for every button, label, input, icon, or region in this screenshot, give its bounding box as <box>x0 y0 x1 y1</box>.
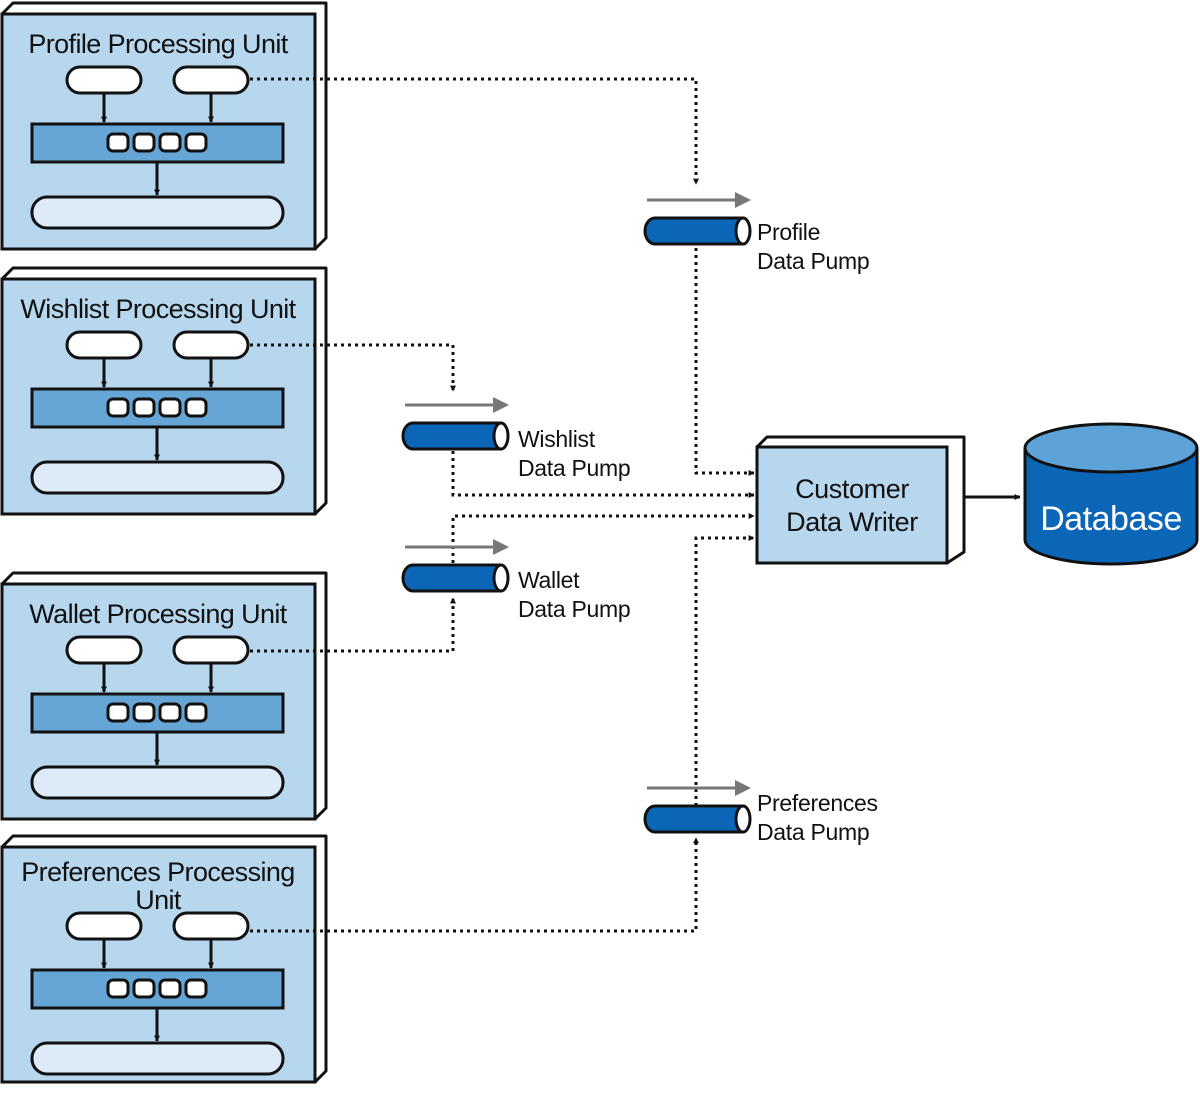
database-cylinder: Database <box>1023 422 1199 566</box>
profile-pump-to-writer-connector <box>694 248 755 476</box>
queue-slot <box>132 397 156 418</box>
flow-arrowhead <box>493 539 509 555</box>
unit-title: Unit <box>135 885 182 915</box>
queue-slot <box>158 132 182 153</box>
queue-slot <box>132 702 156 723</box>
writer-label-line1: Customer <box>795 474 909 504</box>
output-store <box>30 460 285 495</box>
input-pill <box>65 635 143 665</box>
queue-slot <box>132 978 156 999</box>
unit-title: Wishlist Processing Unit <box>20 294 296 324</box>
flow-arrowhead <box>493 397 509 413</box>
unit-title: Profile Processing Unit <box>28 29 288 59</box>
queue-slot <box>158 702 182 723</box>
queue-slot <box>158 397 182 418</box>
queue-slot <box>132 132 156 153</box>
queue-slot <box>106 132 130 153</box>
wishlist-pump-to-writer-connector <box>451 451 755 498</box>
flow-arrowhead <box>735 192 751 208</box>
pump-pipe <box>401 563 503 593</box>
input-pill <box>172 330 250 360</box>
pump-label: Wishlist <box>518 426 596 452</box>
queue-bar <box>30 968 285 1010</box>
output-store <box>30 1041 285 1076</box>
queue-slot <box>106 397 130 418</box>
flow-arrowhead <box>735 780 751 796</box>
pump-label: Data Pump <box>518 596 630 622</box>
queue-slot <box>106 978 130 999</box>
writer-box <box>755 445 949 565</box>
pump-pipe-end <box>492 563 510 593</box>
input-pill <box>65 911 143 941</box>
output-store <box>30 195 285 230</box>
queue-slot <box>184 132 208 153</box>
pump-pipe-end <box>492 421 510 451</box>
queue-slot <box>106 702 130 723</box>
profile-unit-to-pump-connector <box>250 77 699 185</box>
input-pill <box>172 911 250 941</box>
preferences-unit-to-pump-connector <box>250 837 699 933</box>
output-store <box>30 765 285 800</box>
pump-label: Data Pump <box>518 455 630 481</box>
writer-label-line2: Data Writer <box>786 507 918 537</box>
queue-bar <box>30 387 285 429</box>
pump-pipe-end <box>734 216 752 246</box>
pump-label: Preferences <box>757 790 878 816</box>
input-pill <box>172 65 250 95</box>
queue-slot <box>158 978 182 999</box>
unit-title: Wallet Processing Unit <box>29 599 287 629</box>
processing-unit: Wallet Processing Unit <box>0 571 328 821</box>
pump-pipe <box>643 216 745 246</box>
input-pill <box>65 330 143 360</box>
queue-bar <box>30 122 285 164</box>
wallet-unit-to-pump-connector <box>250 597 456 653</box>
queue-slot <box>184 978 208 999</box>
pump-pipe <box>643 804 745 834</box>
customer-data-writer: Customer Data Writer <box>755 435 966 565</box>
preferences-pump-to-writer-connector <box>694 535 755 806</box>
pump-label: Profile <box>757 219 820 245</box>
processing-unit: Profile Processing Unit <box>0 1 328 251</box>
wishlist-unit-to-pump-connector <box>250 343 456 392</box>
processing-unit: Wishlist Processing Unit <box>0 266 328 516</box>
pump-label: Data Pump <box>757 248 869 274</box>
queue-bar <box>30 692 285 734</box>
pump-pipe <box>401 421 503 451</box>
pump-label: Data Pump <box>757 819 869 845</box>
input-pill <box>65 65 143 95</box>
input-pill <box>172 635 250 665</box>
database-label: Database <box>1040 500 1182 538</box>
unit-title: Preferences Processing <box>21 857 294 887</box>
pump-pipe-end <box>734 804 752 834</box>
pump-label: Wallet <box>518 567 580 593</box>
queue-slot <box>184 397 208 418</box>
queue-slot <box>184 702 208 723</box>
